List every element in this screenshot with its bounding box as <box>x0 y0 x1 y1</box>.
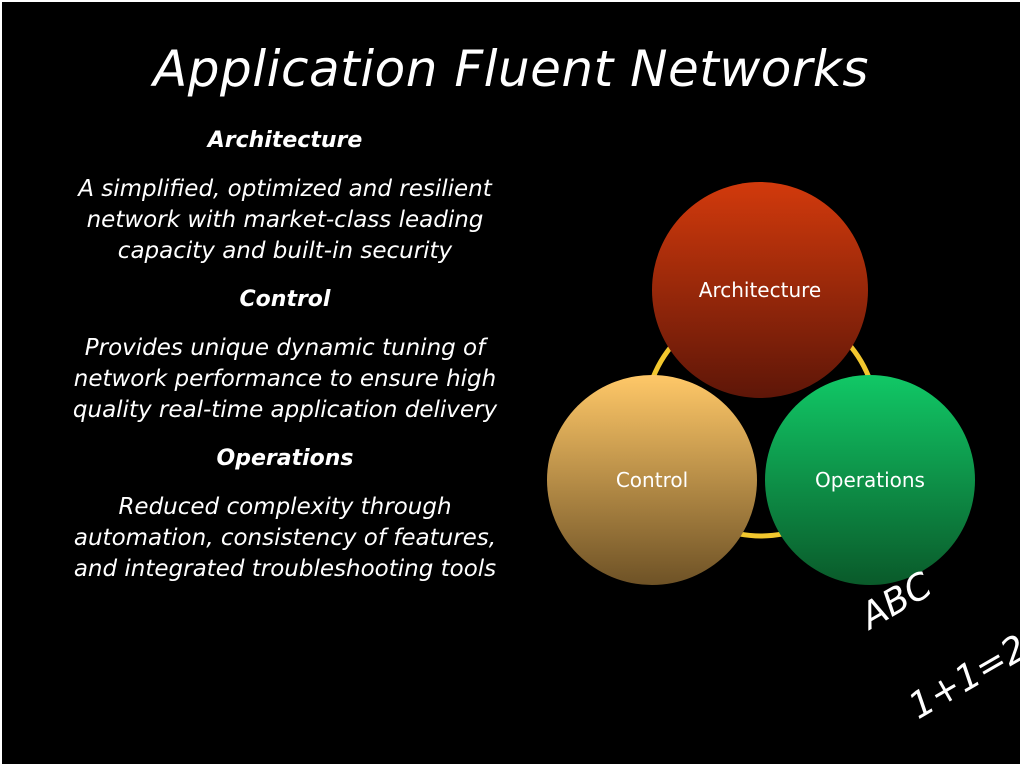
section-heading-control: Control <box>239 287 331 312</box>
slide-title: Application Fluent Networks <box>153 40 869 98</box>
description-column: Architecture A simplified, optimized and… <box>50 128 520 605</box>
section-heading-architecture: Architecture <box>207 128 363 153</box>
node-control <box>547 375 757 585</box>
section-heading-operations: Operations <box>216 446 354 471</box>
node-label-operations: Operations <box>815 468 925 492</box>
section-body-operations: Reduced complexity through automation, c… <box>73 494 497 582</box>
node-label-control: Control <box>616 468 688 492</box>
node-architecture <box>652 182 868 398</box>
section-body-control: Provides unique dynamic tuning of networ… <box>72 335 498 423</box>
node-operations <box>765 375 975 585</box>
section-body-architecture: A simplified, optimized and resilient ne… <box>78 176 492 264</box>
node-label-architecture: Architecture <box>699 278 821 302</box>
